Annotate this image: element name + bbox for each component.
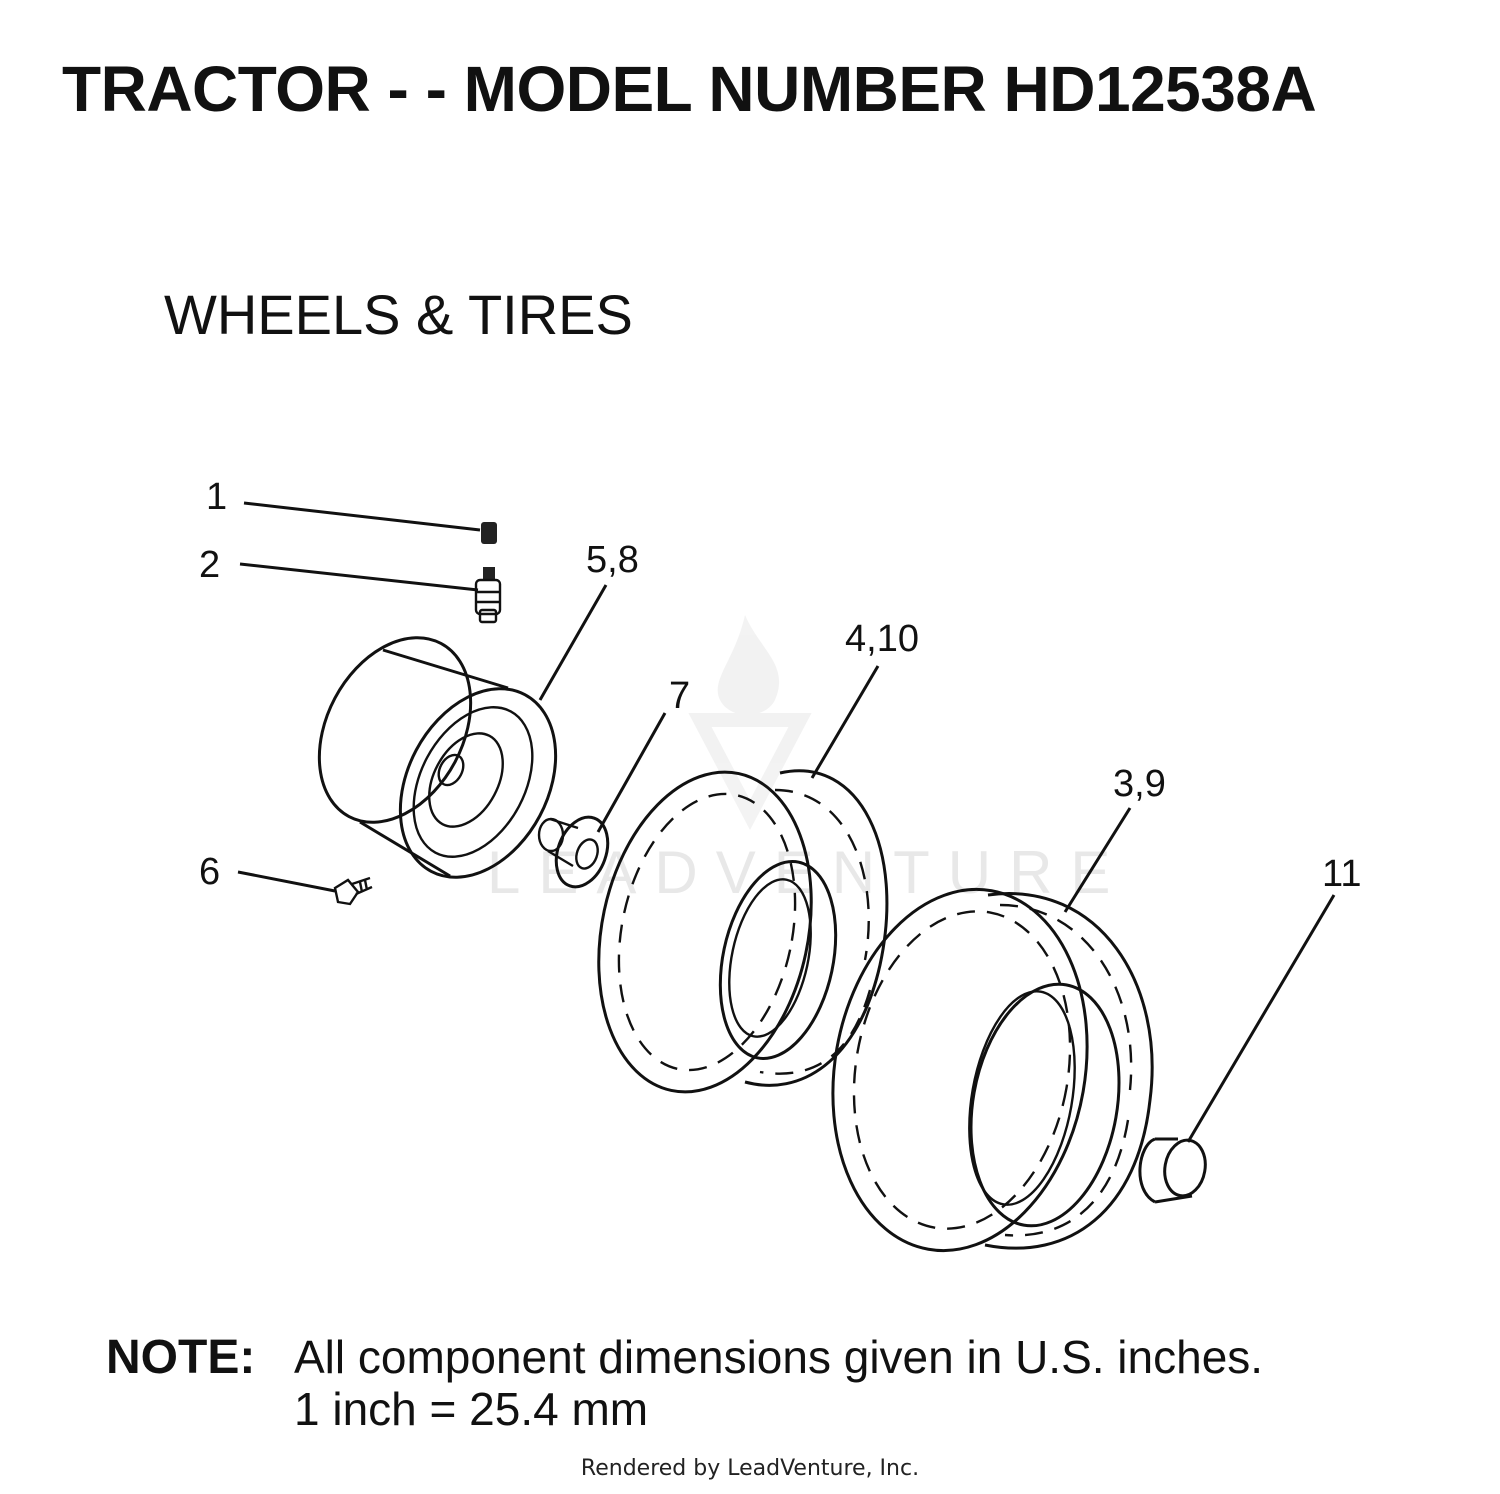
rear-tire-part xyxy=(831,887,1154,1253)
callout-6: 6 xyxy=(199,851,220,893)
callout-2: 2 xyxy=(199,544,220,586)
hub-cap-part xyxy=(1138,1137,1207,1204)
note-line-1: All component dimensions given in U.S. i… xyxy=(294,1331,1264,1383)
leader-line-11 xyxy=(1186,894,1336,1143)
note-line-2: 1 inch = 25.4 mm xyxy=(294,1383,649,1435)
section-title: WHEELS & TIRES xyxy=(164,283,633,346)
leader-line-58 xyxy=(538,584,608,701)
leader-line-39 xyxy=(1063,807,1132,913)
wheel-rim-part xyxy=(317,636,558,879)
callout-11: 11 xyxy=(1322,853,1361,895)
watermark-logo xyxy=(688,615,812,831)
callout-5-8: 5,8 xyxy=(586,539,639,581)
page-title: TRACTOR - - MODEL NUMBER HD12538A xyxy=(62,53,1317,125)
bolt-part xyxy=(333,876,373,906)
valve-cap-part xyxy=(481,522,497,544)
callout-7: 7 xyxy=(669,675,690,717)
callout-4-10: 4,10 xyxy=(845,618,919,660)
callout-1: 1 xyxy=(206,476,227,518)
callout-3-9: 3,9 xyxy=(1113,763,1166,805)
footer-credit: Rendered by LeadVenture, Inc. xyxy=(580,1456,920,1481)
note-label: NOTE: xyxy=(106,1331,256,1384)
leader-line-6 xyxy=(237,870,336,893)
front-tire-part xyxy=(597,769,889,1094)
leader-line-410 xyxy=(810,665,880,779)
leader-line-1 xyxy=(243,501,481,532)
valve-stem-part xyxy=(474,567,502,624)
bushing-part xyxy=(537,815,610,889)
leader-line-2 xyxy=(239,562,479,592)
leader-line-7 xyxy=(596,712,667,833)
